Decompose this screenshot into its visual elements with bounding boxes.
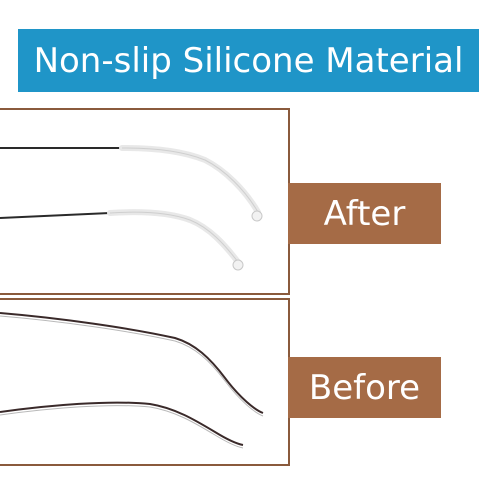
after-label: After <box>288 183 441 244</box>
after-lower-temple <box>0 209 244 271</box>
before-panel <box>0 298 290 466</box>
before-label-text: Before <box>308 367 421 408</box>
header-title: Non-slip Silicone Material <box>33 40 464 81</box>
before-lower-temple <box>0 401 244 449</box>
after-upper-temple <box>0 145 263 222</box>
before-upper-temple <box>0 312 264 417</box>
before-label: Before <box>288 357 441 418</box>
after-label-text: After <box>323 193 406 234</box>
header-banner: Non-slip Silicone Material <box>18 29 479 92</box>
